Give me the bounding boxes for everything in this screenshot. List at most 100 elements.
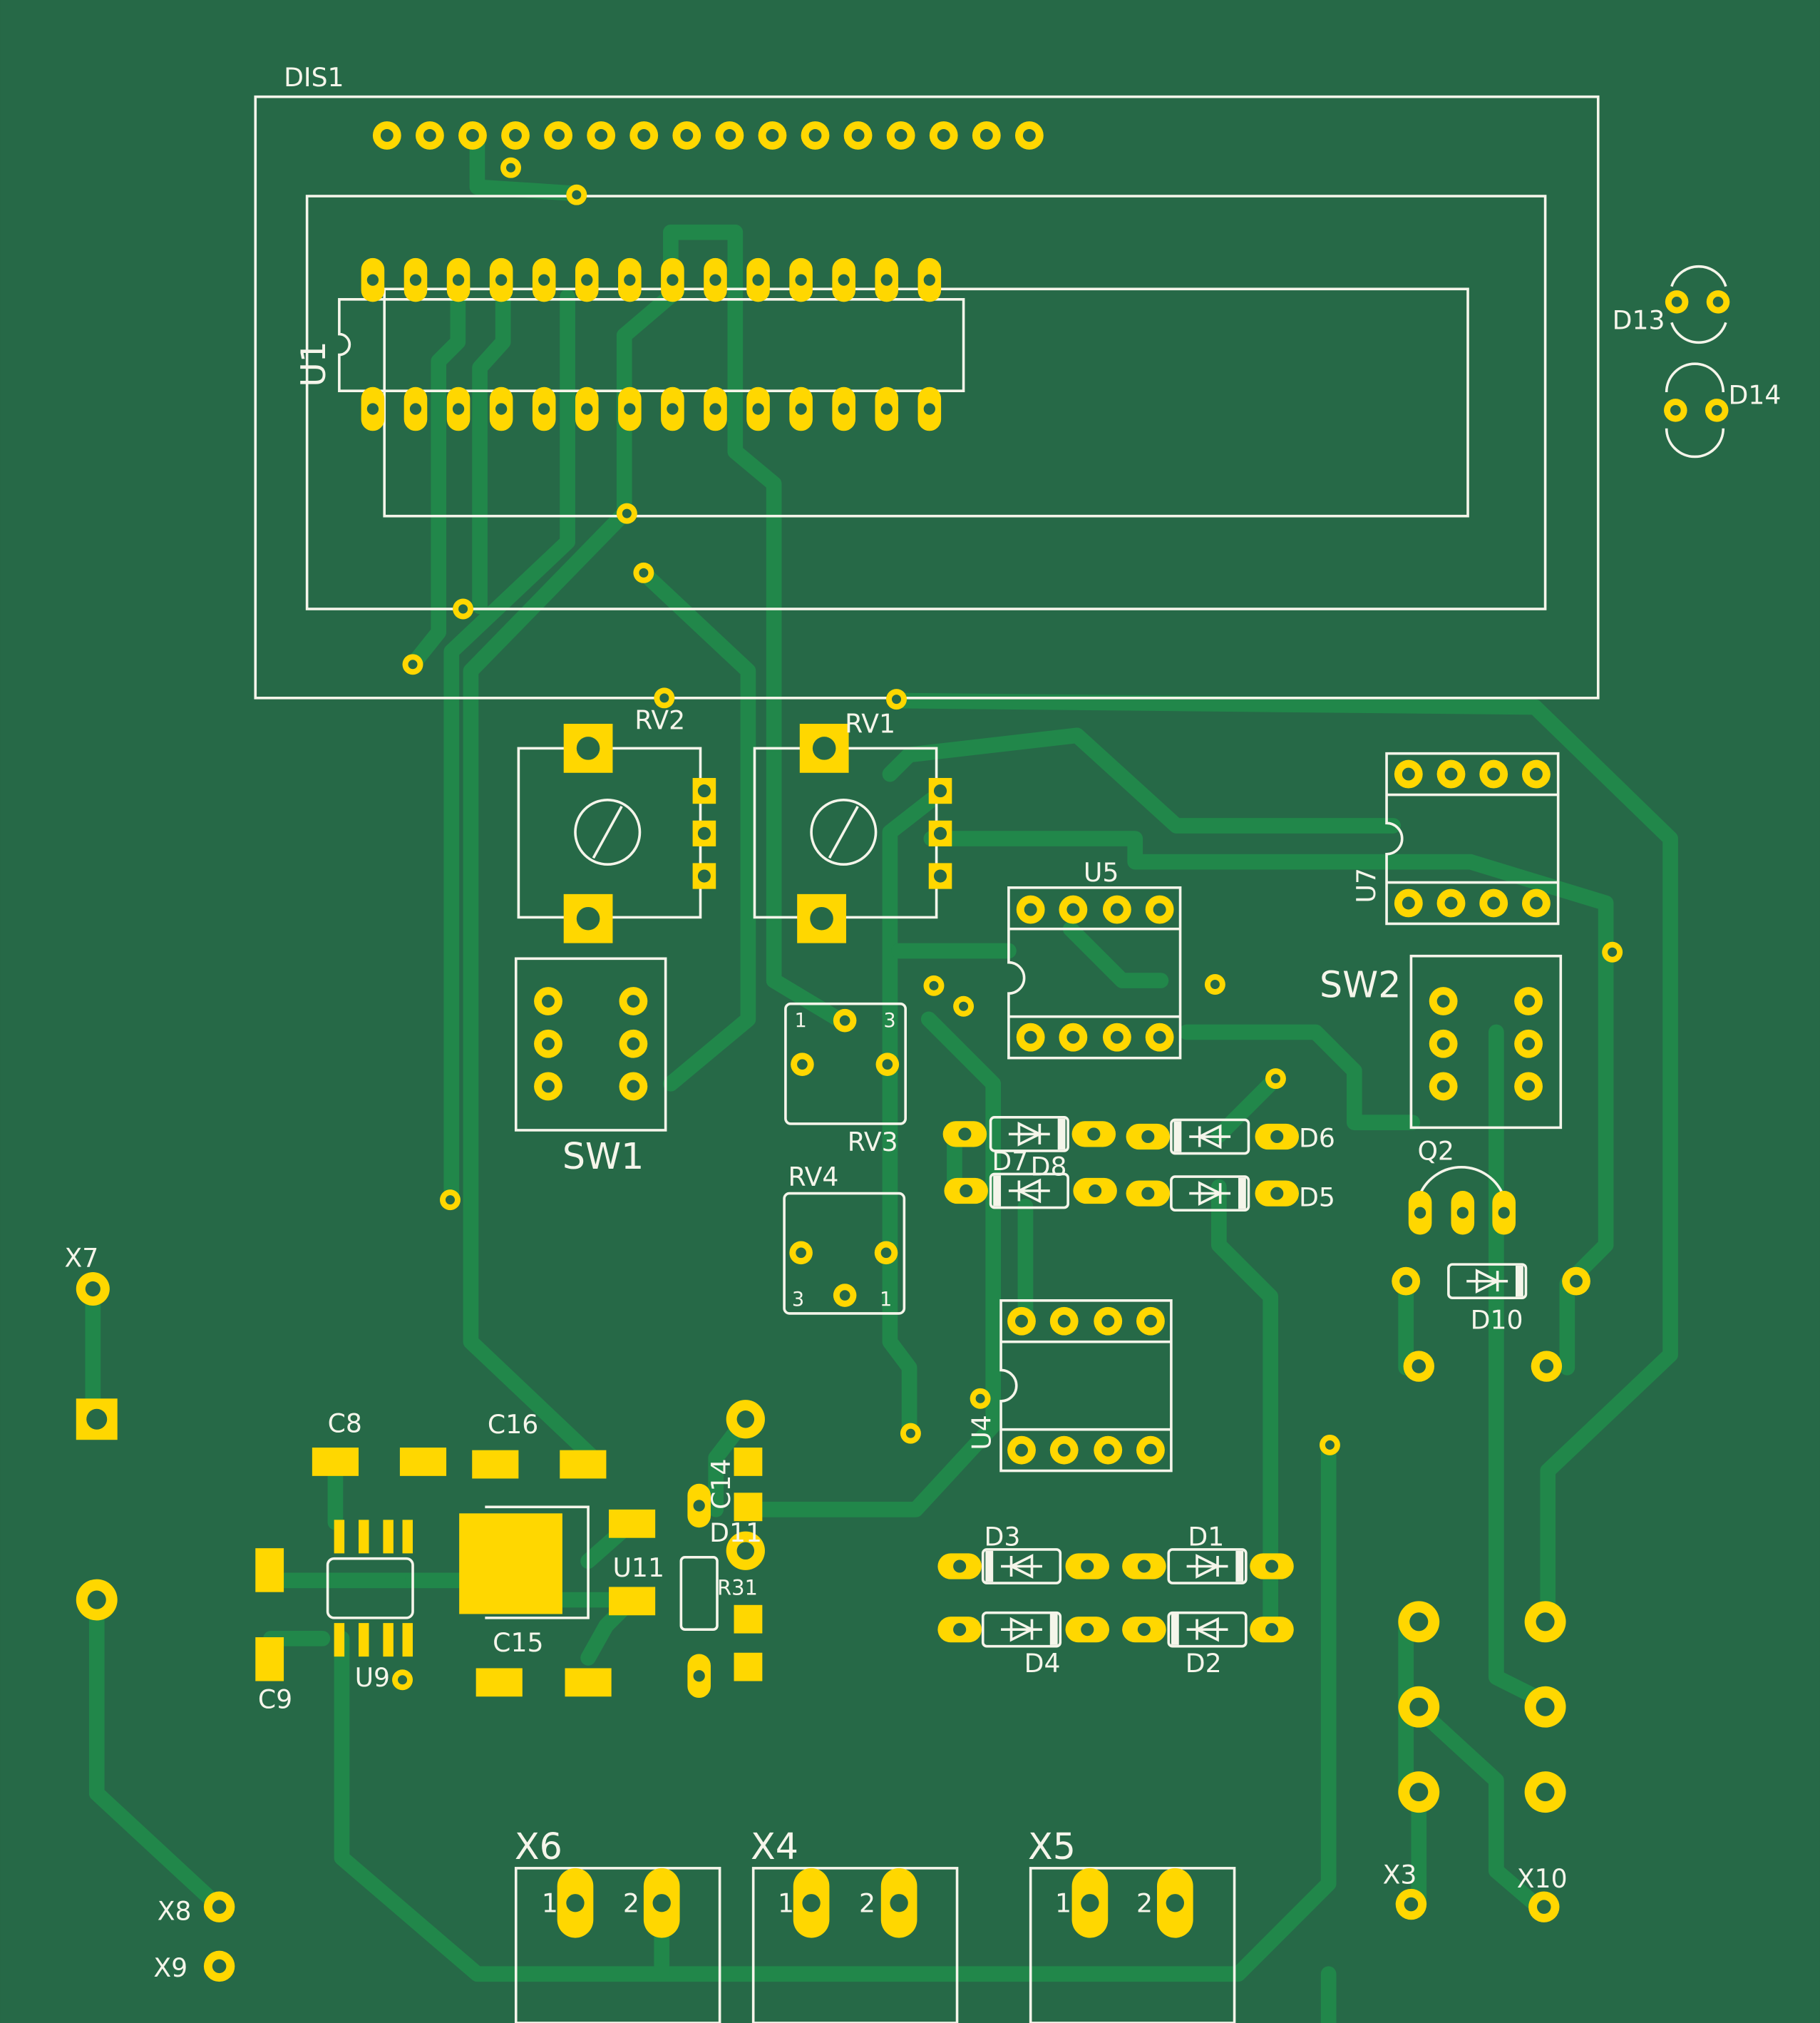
label-x3: X3 — [1383, 1860, 1417, 1890]
u1-pad-drill — [795, 403, 807, 415]
d10-pad-drill — [1570, 1274, 1583, 1288]
u1-pad-drill — [709, 403, 721, 415]
pin-x4-2: 2 — [859, 1888, 875, 1918]
label-u5: U5 — [1084, 857, 1119, 888]
u4-outline — [999, 1299, 1173, 1473]
sw2-pad-drill — [1522, 1037, 1536, 1050]
u9-pin — [334, 1520, 345, 1554]
diode-cathode-band — [1173, 1121, 1182, 1152]
u1-pad-drill — [538, 403, 550, 415]
diode-outline — [1167, 1611, 1248, 1648]
diode-pad-drill — [1087, 1127, 1101, 1141]
x6-outline — [514, 1867, 721, 2023]
label-d5: D5 — [1299, 1182, 1335, 1213]
label-d2: D2 — [1186, 1648, 1222, 1679]
diode-pad-drill — [1089, 1184, 1102, 1198]
sw1-pad-drill — [627, 995, 640, 1008]
x3-pad-drill — [1404, 1897, 1419, 1912]
dis1-pad-drill — [466, 129, 479, 142]
diode-cathode-band — [1235, 1550, 1244, 1582]
label-x5: X5 — [1028, 1825, 1076, 1868]
copper-trace — [443, 289, 575, 1208]
rv3-pad-drill — [839, 1015, 850, 1026]
u1-pad-drill — [495, 274, 508, 286]
label-u11: U11 — [612, 1552, 664, 1583]
u1-pad-drill — [667, 274, 679, 286]
via-drill — [1210, 979, 1220, 990]
diode-pad-drill — [1081, 1623, 1094, 1637]
label-c16: C16 — [488, 1409, 538, 1440]
label-sw1: SW1 — [562, 1135, 644, 1177]
copper-trace — [469, 128, 585, 202]
sw2-pad-drill — [1436, 995, 1450, 1008]
u7-pad-drill — [1402, 896, 1415, 910]
via-drill — [929, 980, 939, 990]
rv1-pad-drill — [810, 906, 833, 931]
sw2-pad-drill — [1436, 1080, 1450, 1093]
sw1-pad-drill — [542, 995, 555, 1008]
label-sw2: SW2 — [1320, 964, 1401, 1006]
u4-pad-drill — [1143, 1443, 1157, 1457]
label-dis1: DIS1 — [284, 62, 344, 93]
via-drill — [891, 695, 902, 705]
connector-pad-drill — [1536, 1697, 1555, 1716]
u1-pad-drill — [452, 274, 465, 286]
dis1-pad-drill — [851, 129, 865, 142]
q2-pad-drill — [1414, 1207, 1426, 1219]
x10-pad-drill — [1537, 1900, 1551, 1914]
x9-pad-drill — [212, 1959, 227, 1974]
diode-symbol-icon — [1186, 1617, 1228, 1642]
rv2-side-pad-drill — [697, 869, 711, 883]
rv2-knob — [574, 798, 642, 866]
rv1-side-pad-drill — [933, 826, 947, 840]
label-c9: C9 — [258, 1684, 292, 1715]
copper-trace — [637, 566, 756, 1092]
u1-pad-drill — [495, 403, 508, 415]
copper-trace — [405, 289, 466, 672]
copper-trace — [1178, 1024, 1421, 1130]
u5-pad-drill — [1024, 903, 1037, 916]
u4-pad-drill — [1101, 1314, 1115, 1328]
pin-x6-1: 1 — [542, 1888, 558, 1918]
diode-outline — [1170, 1118, 1250, 1155]
u9-outline — [326, 1557, 414, 1619]
label-c8: C8 — [328, 1408, 362, 1438]
c9-pad — [255, 1637, 284, 1681]
copper-trace — [616, 282, 685, 421]
connector-pad-drill — [1536, 1783, 1555, 1802]
reference-labels: DIS1 U1 D13 D14 RV2 RV1 U5 U7 SW2 SW1 RV… — [64, 62, 1781, 1983]
u1-pad-drill — [923, 274, 935, 286]
dis1-pad-drill — [423, 129, 436, 142]
via-drill — [1325, 1440, 1335, 1450]
copper-trace — [740, 1011, 1002, 1517]
copper-trace — [663, 224, 846, 1028]
x8-pad-drill — [212, 1900, 227, 1914]
copper-trace — [334, 1437, 1337, 1982]
pad-drill — [1539, 1359, 1554, 1373]
smd-pad — [734, 1652, 763, 1681]
u9-pin — [402, 1520, 413, 1554]
diode-cathode-band — [1238, 1177, 1246, 1209]
smd-pad — [565, 1668, 612, 1697]
sw2-pad-drill — [1522, 995, 1536, 1008]
diode-outline — [1447, 1263, 1528, 1299]
connector-pad-drill — [1409, 1697, 1429, 1716]
terminal-pad-drill — [1166, 1894, 1184, 1912]
u5-pad-drill — [1066, 1030, 1080, 1044]
diode-cathode-band — [1057, 1118, 1066, 1150]
u1-pad-drill — [538, 274, 550, 286]
u1-pad-drill — [409, 403, 422, 415]
via-drill — [975, 1393, 985, 1403]
diode-symbol-icon — [1186, 1554, 1228, 1579]
u1-pad-drill — [624, 274, 636, 286]
u1-pad-drill — [366, 403, 379, 415]
dis1-pad-drill — [723, 129, 736, 142]
sw1-pad-drill — [542, 1080, 555, 1093]
d14-outline — [1665, 362, 1725, 459]
label-d1: D1 — [1188, 1522, 1224, 1552]
label-u9: U9 — [355, 1662, 391, 1693]
rv4-pad-drill — [796, 1247, 806, 1259]
u1-pad-drill — [624, 403, 636, 415]
u9-pin — [402, 1623, 413, 1657]
label-d8: D8 — [1031, 1151, 1067, 1182]
